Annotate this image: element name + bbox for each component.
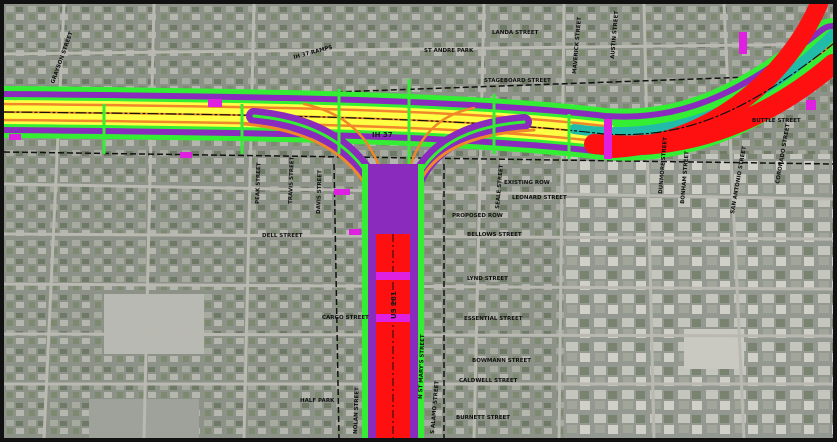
svg-text:LANDA STREET: LANDA STREET [492, 30, 539, 36]
svg-text:HALF PARK: HALF PARK [300, 398, 335, 404]
downtown-blocks [564, 154, 833, 438]
svg-text:PROPOSED ROW: PROPOSED ROW [452, 213, 503, 219]
svg-text:ESSENTIAL STREET: ESSENTIAL STREET [464, 316, 523, 322]
svg-text:BURNETT STREET: BURNETT STREET [456, 415, 510, 421]
us281-label: US 281 [390, 291, 398, 319]
svg-text:BELLOWS STREET: BELLOWS STREET [467, 232, 522, 238]
svg-text:DAVIS STREET: DAVIS STREET [316, 170, 324, 214]
aerial-map: IH 37 US 281 LANDA STREET STAGEBOARD STR… [4, 4, 833, 438]
svg-text:STAGEBOARD STREET: STAGEBOARD STREET [484, 78, 551, 84]
svg-text:N ST MARY'S STREET: N ST MARY'S STREET [418, 334, 426, 399]
magenta-markers [9, 32, 816, 322]
svg-text:AUSTIN STREET: AUSTIN STREET [610, 11, 620, 60]
industrial-area [104, 294, 204, 354]
ih37-label: IH 37 [372, 131, 393, 139]
svg-text:DELL STREET: DELL STREET [262, 233, 303, 239]
green-cross-streets [102, 79, 571, 164]
svg-text:DUNMORE STREET: DUNMORE STREET [658, 137, 669, 194]
svg-text:S ALAMO STREET: S ALAMO STREET [430, 380, 441, 434]
svg-text:BONHAM STREET: BONHAM STREET [680, 151, 691, 205]
svg-text:PEAK STREET: PEAK STREET [255, 162, 262, 204]
svg-text:LEONARD STREET: LEONARD STREET [512, 195, 567, 201]
svg-text:BOWMANN STREET: BOWMANN STREET [472, 358, 531, 364]
us281-corridor [362, 164, 424, 438]
svg-text:LYND STREET: LYND STREET [467, 276, 508, 282]
ih37-corridor [4, 4, 833, 161]
svg-text:ST ANDRE PARK: ST ANDRE PARK [424, 48, 474, 54]
svg-text:CALDWELL STREET: CALDWELL STREET [459, 378, 518, 384]
svg-text:BUTTLE STREET: BUTTLE STREET [752, 118, 801, 124]
svg-text:CARGO STREET: CARGO STREET [322, 315, 369, 321]
svg-text:EXISTING ROW: EXISTING ROW [504, 180, 550, 186]
svg-text:SEALE STREET: SEALE STREET [495, 164, 505, 209]
svg-text:TRAVIS STREET: TRAVIS STREET [288, 156, 296, 204]
svg-text:MAVERICK STREET: MAVERICK STREET [572, 17, 583, 75]
svg-text:NOLAN STREET: NOLAN STREET [353, 387, 361, 434]
